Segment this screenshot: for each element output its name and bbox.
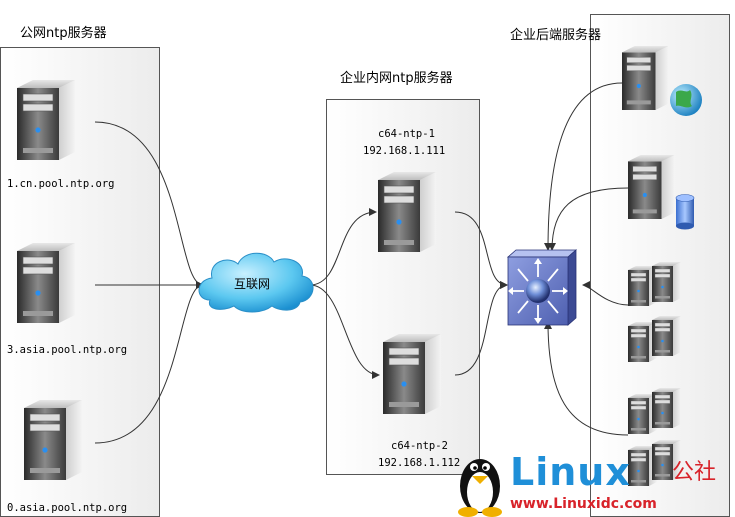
internal-ntp-title: 企业内网ntp服务器 <box>340 71 453 86</box>
public-ntp-title: 公网ntp服务器 <box>20 26 107 41</box>
watermark-suffix: 公社 <box>672 460 717 485</box>
internet-cloud <box>198 252 314 313</box>
public-ntp-server-3 <box>24 400 83 480</box>
backend-db-server <box>628 154 695 230</box>
link-backend1-to-switch <box>544 82 623 251</box>
link-backend4-to-switch <box>544 321 629 436</box>
watermark-brand: Linux <box>510 450 631 494</box>
link-ntp3-to-internet <box>94 281 204 444</box>
internal-ntp-server-1 <box>378 172 437 252</box>
watermark-url: www.Linuxidc.com <box>510 496 657 512</box>
core-switch <box>506 249 578 326</box>
public-ntp-server-1-label: 1.cn.pool.ntp.org <box>7 178 115 190</box>
internet-label: 互联网 <box>234 277 271 291</box>
internal-ntp-2-name: c64-ntp-2 <box>391 440 448 452</box>
public-ntp-server-2 <box>17 243 76 323</box>
internal-ntp-1-name: c64-ntp-1 <box>378 128 435 140</box>
link-ntp1-to-internet <box>94 121 204 289</box>
link-internet-to-ntp2 <box>309 284 380 379</box>
public-ntp-server-3-label: 0.asia.pool.ntp.org <box>7 502 128 514</box>
penguin-logo <box>458 459 502 517</box>
internal-ntp-1-ip: 192.168.1.111 <box>363 145 446 157</box>
public-ntp-server-2-label: 3.asia.pool.ntp.org <box>7 344 128 356</box>
public-ntp-server-1 <box>17 80 76 160</box>
internal-ntp-2-ip: 192.168.1.112 <box>378 457 461 469</box>
backend-cluster-1 <box>628 261 682 363</box>
link-internet-to-ntp1 <box>309 208 377 286</box>
backend-web-server <box>622 45 702 116</box>
link-ntp1-to-switch <box>454 211 508 289</box>
internal-ntp-server-2 <box>383 334 442 414</box>
link-backend2-to-switch <box>548 187 629 251</box>
link-backend3-to-switch <box>582 281 629 306</box>
link-ntp2-to-switch <box>454 281 508 376</box>
backend-title: 企业后端服务器 <box>510 28 602 43</box>
